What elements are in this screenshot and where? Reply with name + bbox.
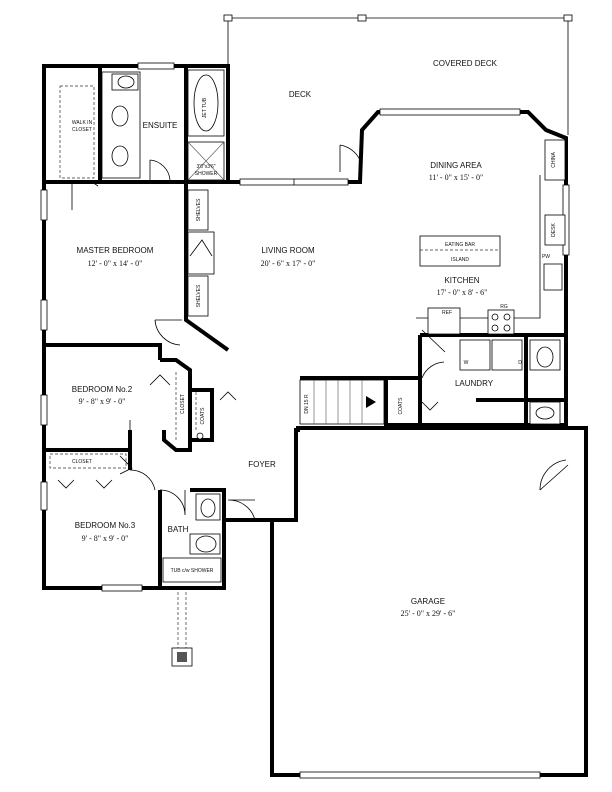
bath-label: BATH <box>168 525 189 534</box>
dryer-label: D <box>518 360 522 366</box>
jet-tub-label: JET TUB <box>202 97 208 118</box>
island-label: ISLAND <box>451 257 469 263</box>
ensuite-fixtures <box>59 69 225 181</box>
coats-label-1: COATS <box>200 407 206 425</box>
shelves-fireplace <box>187 189 215 317</box>
bath-fixtures <box>162 493 222 583</box>
garage-label: GARAGE <box>411 597 445 606</box>
master-bedroom-label: MASTER BEDROOM <box>77 246 154 255</box>
living-room-label: LIVING ROOM <box>261 246 315 255</box>
china-label: CHINA <box>551 152 557 168</box>
dining-dim: 11' - 0" x 15' - 0" <box>429 173 483 182</box>
tub-shower-label: TUB c/w SHOWER <box>171 568 214 574</box>
stairs <box>299 379 385 425</box>
bedroom3-closet-label: CLOSET <box>72 459 92 465</box>
door-swings <box>71 144 569 521</box>
kitchen-dim: 17' - 0" x 8' - 6" <box>437 288 488 297</box>
ref-label: REF <box>442 310 452 316</box>
laundry-fixtures <box>459 339 561 425</box>
deck-label: DECK <box>289 90 312 99</box>
dining-label: DINING AREA <box>430 161 482 170</box>
bedroom3-label: BEDROOM No.3 <box>75 521 136 530</box>
foyer-label: FOYER <box>248 460 276 469</box>
covered-deck-outline <box>223 14 573 182</box>
closet-fixtures <box>49 372 439 489</box>
coats-label-2: COATS <box>398 397 404 415</box>
covered-deck-label: COVERED DECK <box>433 59 498 68</box>
bedroom2-dim: 9' - 8" x 9' - 0" <box>79 397 126 406</box>
walk-in-closet-label-2: CLOSET <box>72 127 92 133</box>
walkway <box>171 592 193 667</box>
walk-in-closet-label-1: WALK IN <box>72 120 93 126</box>
shower-label: SHOWER <box>195 171 218 177</box>
interior-walls <box>44 66 566 588</box>
pw-label: PW <box>542 254 550 260</box>
washer-label: W <box>464 360 469 366</box>
living-room-dim: 20' - 6" x 17' - 0" <box>261 259 316 268</box>
kitchen-label: KITCHEN <box>444 276 479 285</box>
laundry-label: LAUNDRY <box>455 379 494 388</box>
bedroom2-label: BEDROOM No.2 <box>72 385 133 394</box>
bedroom2-closet-label: CLOSET <box>180 394 186 414</box>
bedroom3-dim: 9' - 8" x 9' - 0" <box>82 534 129 543</box>
ensuite-label: ENSUITE <box>143 121 178 130</box>
eating-bar-label: EATING BAR <box>445 242 475 248</box>
garage-dim: 25' - 0" x 29' - 6" <box>401 609 456 618</box>
desk-label: DESK <box>551 223 557 237</box>
rg-label: RG <box>500 304 508 310</box>
master-bedroom-dim: 12' - 0" x 14' - 0" <box>88 259 143 268</box>
shower-size-label: 3'0"x3'6" <box>196 164 215 170</box>
stairs-down-label: DN 15 R <box>304 394 310 414</box>
shelves-top-label: SHELVES <box>196 198 202 221</box>
shelves-bottom-label: SHELVES <box>196 284 202 307</box>
kitchen-fixtures <box>416 139 566 335</box>
